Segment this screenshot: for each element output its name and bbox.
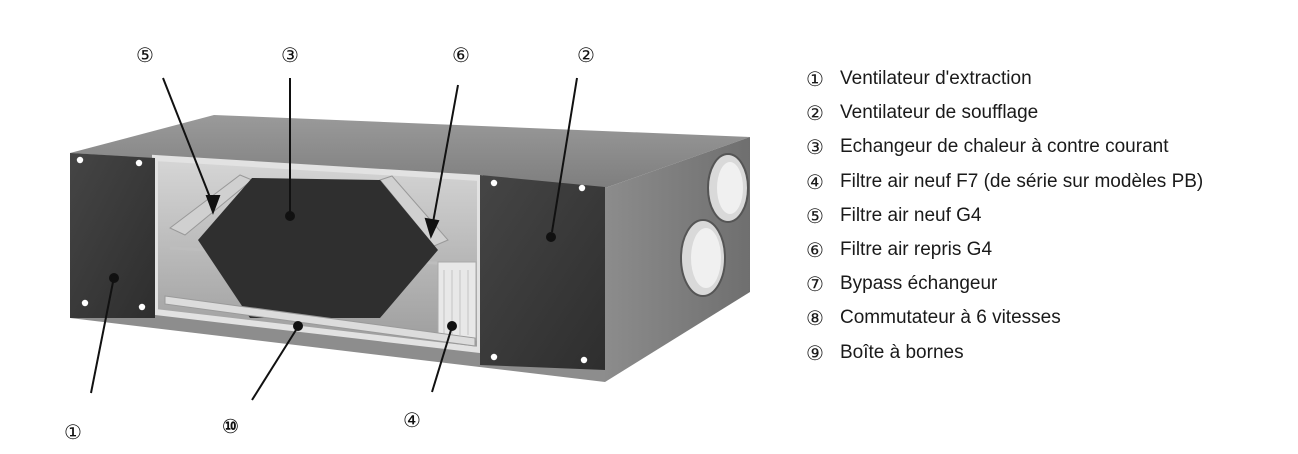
- legend-number: ⑤: [806, 203, 824, 228]
- legend-item: ⑨ Boîte à bornes: [806, 336, 1203, 370]
- access-panel-left: [70, 153, 155, 318]
- legend-text: Commutateur à 6 vitesses: [840, 307, 1061, 329]
- legend-item: ④ Filtre air neuf F7 (de série sur modèle…: [806, 165, 1203, 199]
- legend-number: ⑦: [806, 272, 824, 297]
- heat-exchanger: [198, 178, 438, 318]
- legend: ① Ventilateur d'extraction ② Ventilateur d…: [806, 62, 1203, 370]
- legend-number: ①: [806, 67, 824, 92]
- legend-number: ②: [806, 101, 824, 126]
- legend-text: Boîte à bornes: [840, 341, 964, 363]
- legend-number: ④: [806, 169, 824, 194]
- callout-6: ⑥: [452, 43, 470, 67]
- legend-text: Filtre air repris G4: [840, 239, 993, 261]
- callout-2: ②: [577, 43, 595, 67]
- callout-5: ⑤: [136, 43, 154, 67]
- legend-item: ③ Echangeur de chaleur à contre courant: [806, 130, 1203, 164]
- legend-item: ⑥ Filtre air repris G4: [806, 233, 1203, 267]
- legend-text: Filtre air neuf F7 (de série sur modèles…: [840, 170, 1204, 192]
- leader-lines: [90, 77, 578, 401]
- callout-10: ⑩: [222, 414, 239, 438]
- legend-text: Filtre air neuf G4: [840, 204, 982, 226]
- callout-3: ③: [281, 43, 299, 67]
- access-panel-right: [480, 175, 605, 370]
- legend-number: ⑨: [806, 340, 824, 365]
- ventilation-unit-illustration: [70, 77, 750, 401]
- legend-text: Ventilateur de soufflage: [840, 102, 1039, 124]
- legend-item: ① Ventilateur d'extraction: [806, 62, 1203, 96]
- legend-text: Ventilateur d'extraction: [840, 68, 1032, 90]
- legend-text: Echangeur de chaleur à contre courant: [840, 136, 1169, 158]
- callout-4: ④: [403, 408, 421, 432]
- legend-item: ⑧ Commutateur à 6 vitesses: [806, 301, 1203, 335]
- legend-item: ② Ventilateur de soufflage: [806, 96, 1203, 130]
- legend-text: Bypass échangeur: [840, 273, 998, 295]
- legend-number: ⑧: [806, 306, 824, 331]
- bypass-bar: [164, 295, 476, 347]
- legend-item: ⑦ Bypass échangeur: [806, 267, 1203, 301]
- legend-number: ③: [806, 135, 824, 160]
- casing-top: [70, 115, 750, 188]
- legend-number: ⑥: [806, 238, 824, 263]
- legend-item: ⑤ Filtre air neuf G4: [806, 199, 1203, 233]
- callout-1: ①: [64, 420, 82, 444]
